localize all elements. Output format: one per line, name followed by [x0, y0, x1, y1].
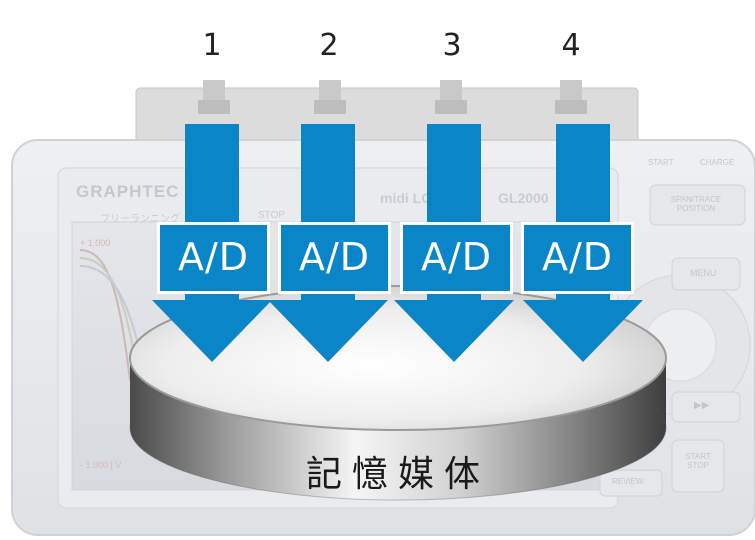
device-model-suffix: GL2000: [498, 190, 549, 206]
device-brand: GRAPHTEC: [76, 182, 180, 201]
review-label: REVIEW: [612, 477, 644, 486]
channel-number-2: 2: [319, 28, 339, 63]
span-trace-button-shape: [649, 184, 746, 226]
ff-label: ▶▶: [694, 400, 710, 411]
scale-bottom: - 1.000 | V: [80, 460, 122, 470]
start-label: START: [648, 158, 674, 167]
storage-label: 記憶媒体: [305, 454, 490, 495]
ad-converter-4: A/D: [521, 222, 634, 294]
menu-button-shape: [671, 257, 741, 291]
ad-converter-2: A/D: [278, 222, 391, 294]
bnc-connector-icon: [198, 80, 587, 114]
start-stop-label: START STOP: [685, 452, 711, 470]
device-model: midi LO: [380, 190, 433, 206]
screen-mode: フリーランニング: [100, 214, 180, 225]
review-button-shape: [599, 469, 663, 497]
channel-number-3: 3: [442, 28, 462, 63]
ad-converter-1: A/D: [157, 222, 270, 294]
channel-number-1: 1: [202, 28, 222, 63]
screen-status: STOP: [258, 210, 286, 221]
menu-label: MENU: [690, 268, 717, 278]
span-trace-label: SPAN/TRACE POSITION: [670, 195, 722, 213]
ff-button-shape: [671, 391, 741, 423]
disk-top: [129, 285, 667, 431]
ad-converter-3: A/D: [400, 222, 513, 294]
channel-number-4: 4: [561, 28, 581, 63]
start-stop-button-shape: [671, 439, 725, 493]
scale-top: + 1.000: [80, 238, 111, 248]
charge-label: CHARGE: [700, 158, 735, 167]
